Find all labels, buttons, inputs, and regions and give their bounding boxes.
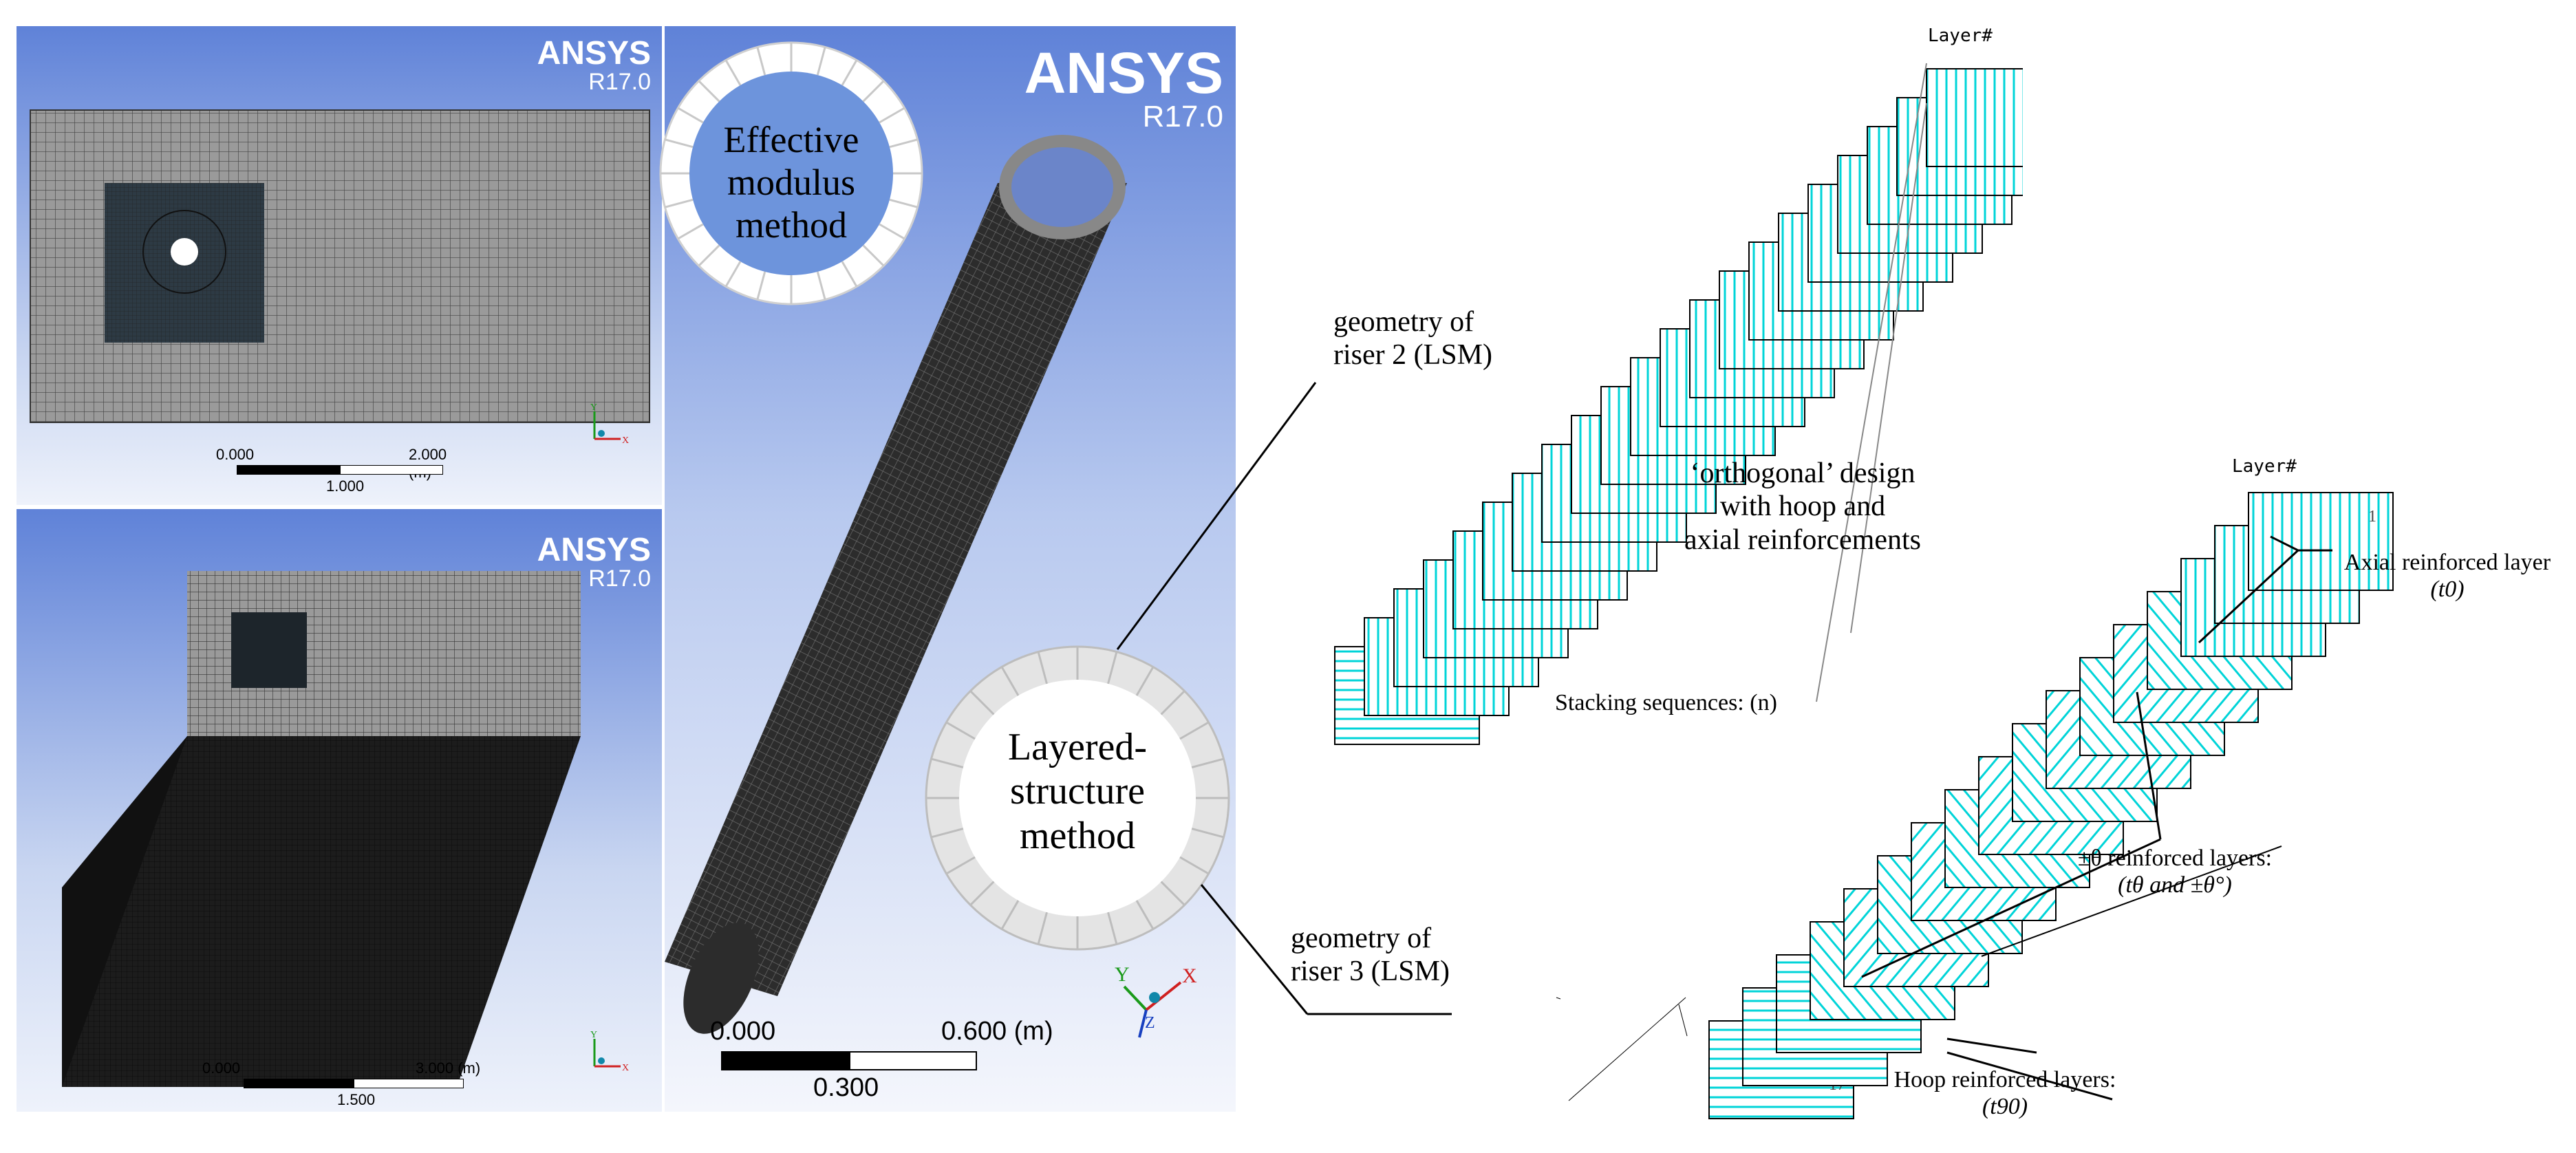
- effective-modulus-ring: Effective modulus method: [654, 36, 929, 311]
- svg-text:Z: Z: [1145, 1014, 1155, 1032]
- plate-mesh: [30, 109, 650, 423]
- ansys-logo: ANSYS R17.0: [537, 35, 651, 95]
- scale-bar: 0.000 2.000 (m) 1.000: [216, 446, 447, 495]
- scale-bar: 0.000 3.000 (m) 1.500: [202, 1059, 481, 1108]
- bottom-layer-stack: Layer# 1716151413121110987654321 Axial r…: [1555, 447, 2576, 1135]
- svg-text:Y: Y: [590, 1031, 597, 1040]
- top-layer-stack: Layer# 212019181716151413121110987654321…: [1238, 21, 2023, 784]
- ansys-logo: ANSYS R17.0: [537, 532, 651, 592]
- effective-modulus-label: Effective modulus method: [723, 119, 859, 246]
- orthogonal-design-label: ‘orthogonal’ design with hoop and axial …: [1684, 457, 1921, 556]
- block-mesh: [62, 571, 581, 1087]
- hoop-label: Hoop reinforced layers: (t90): [1893, 1067, 2116, 1120]
- svg-text:X: X: [622, 435, 629, 446]
- hole: [171, 238, 198, 266]
- axis-triad: Y X Z: [1112, 962, 1201, 1051]
- top-layer-1: 1: [1926, 68, 2023, 167]
- riser3-callout: geometry of riser 3 (LSM): [1291, 923, 1450, 988]
- ring-layered: [925, 645, 1230, 951]
- bottom-layer-1: 1: [2248, 492, 2394, 591]
- ansys-logo: ANSYS R17.0: [1024, 41, 1223, 133]
- angle-label: ±θ reinforced layers: (tθ and ±θ°): [2077, 845, 2273, 898]
- svg-text:Y: Y: [1115, 963, 1130, 986]
- riser2-callout: geometry of riser 2 (LSM): [1333, 306, 1492, 371]
- ring-effective: [659, 41, 923, 305]
- svg-text:X: X: [622, 1063, 629, 1073]
- top-stack-header: Layer#: [1928, 25, 1993, 46]
- bottom-stack-header: Layer#: [2232, 456, 2297, 477]
- axial-label: Axial reinforced layer (t0): [2343, 550, 2551, 603]
- svg-text:Y: Y: [590, 403, 597, 413]
- layered-structure-label: Layered- structure method: [1007, 726, 1148, 857]
- stacking-label: Stacking sequences: (n): [1555, 690, 1777, 715]
- bottom-layer-number: 1: [2368, 508, 2376, 526]
- layered-structure-ring: Layered- structure method: [919, 640, 1236, 956]
- riser-tube: [665, 135, 1127, 1034]
- refined-square: [231, 612, 307, 688]
- scale-bar: 0.000 0.600 (m) 0.300: [710, 1017, 1053, 1102]
- ansys-panel-top-left: ANSYS R17.0 YX 0.000 2.000 (m) 1.000: [17, 26, 662, 505]
- svg-text:X: X: [1182, 965, 1197, 987]
